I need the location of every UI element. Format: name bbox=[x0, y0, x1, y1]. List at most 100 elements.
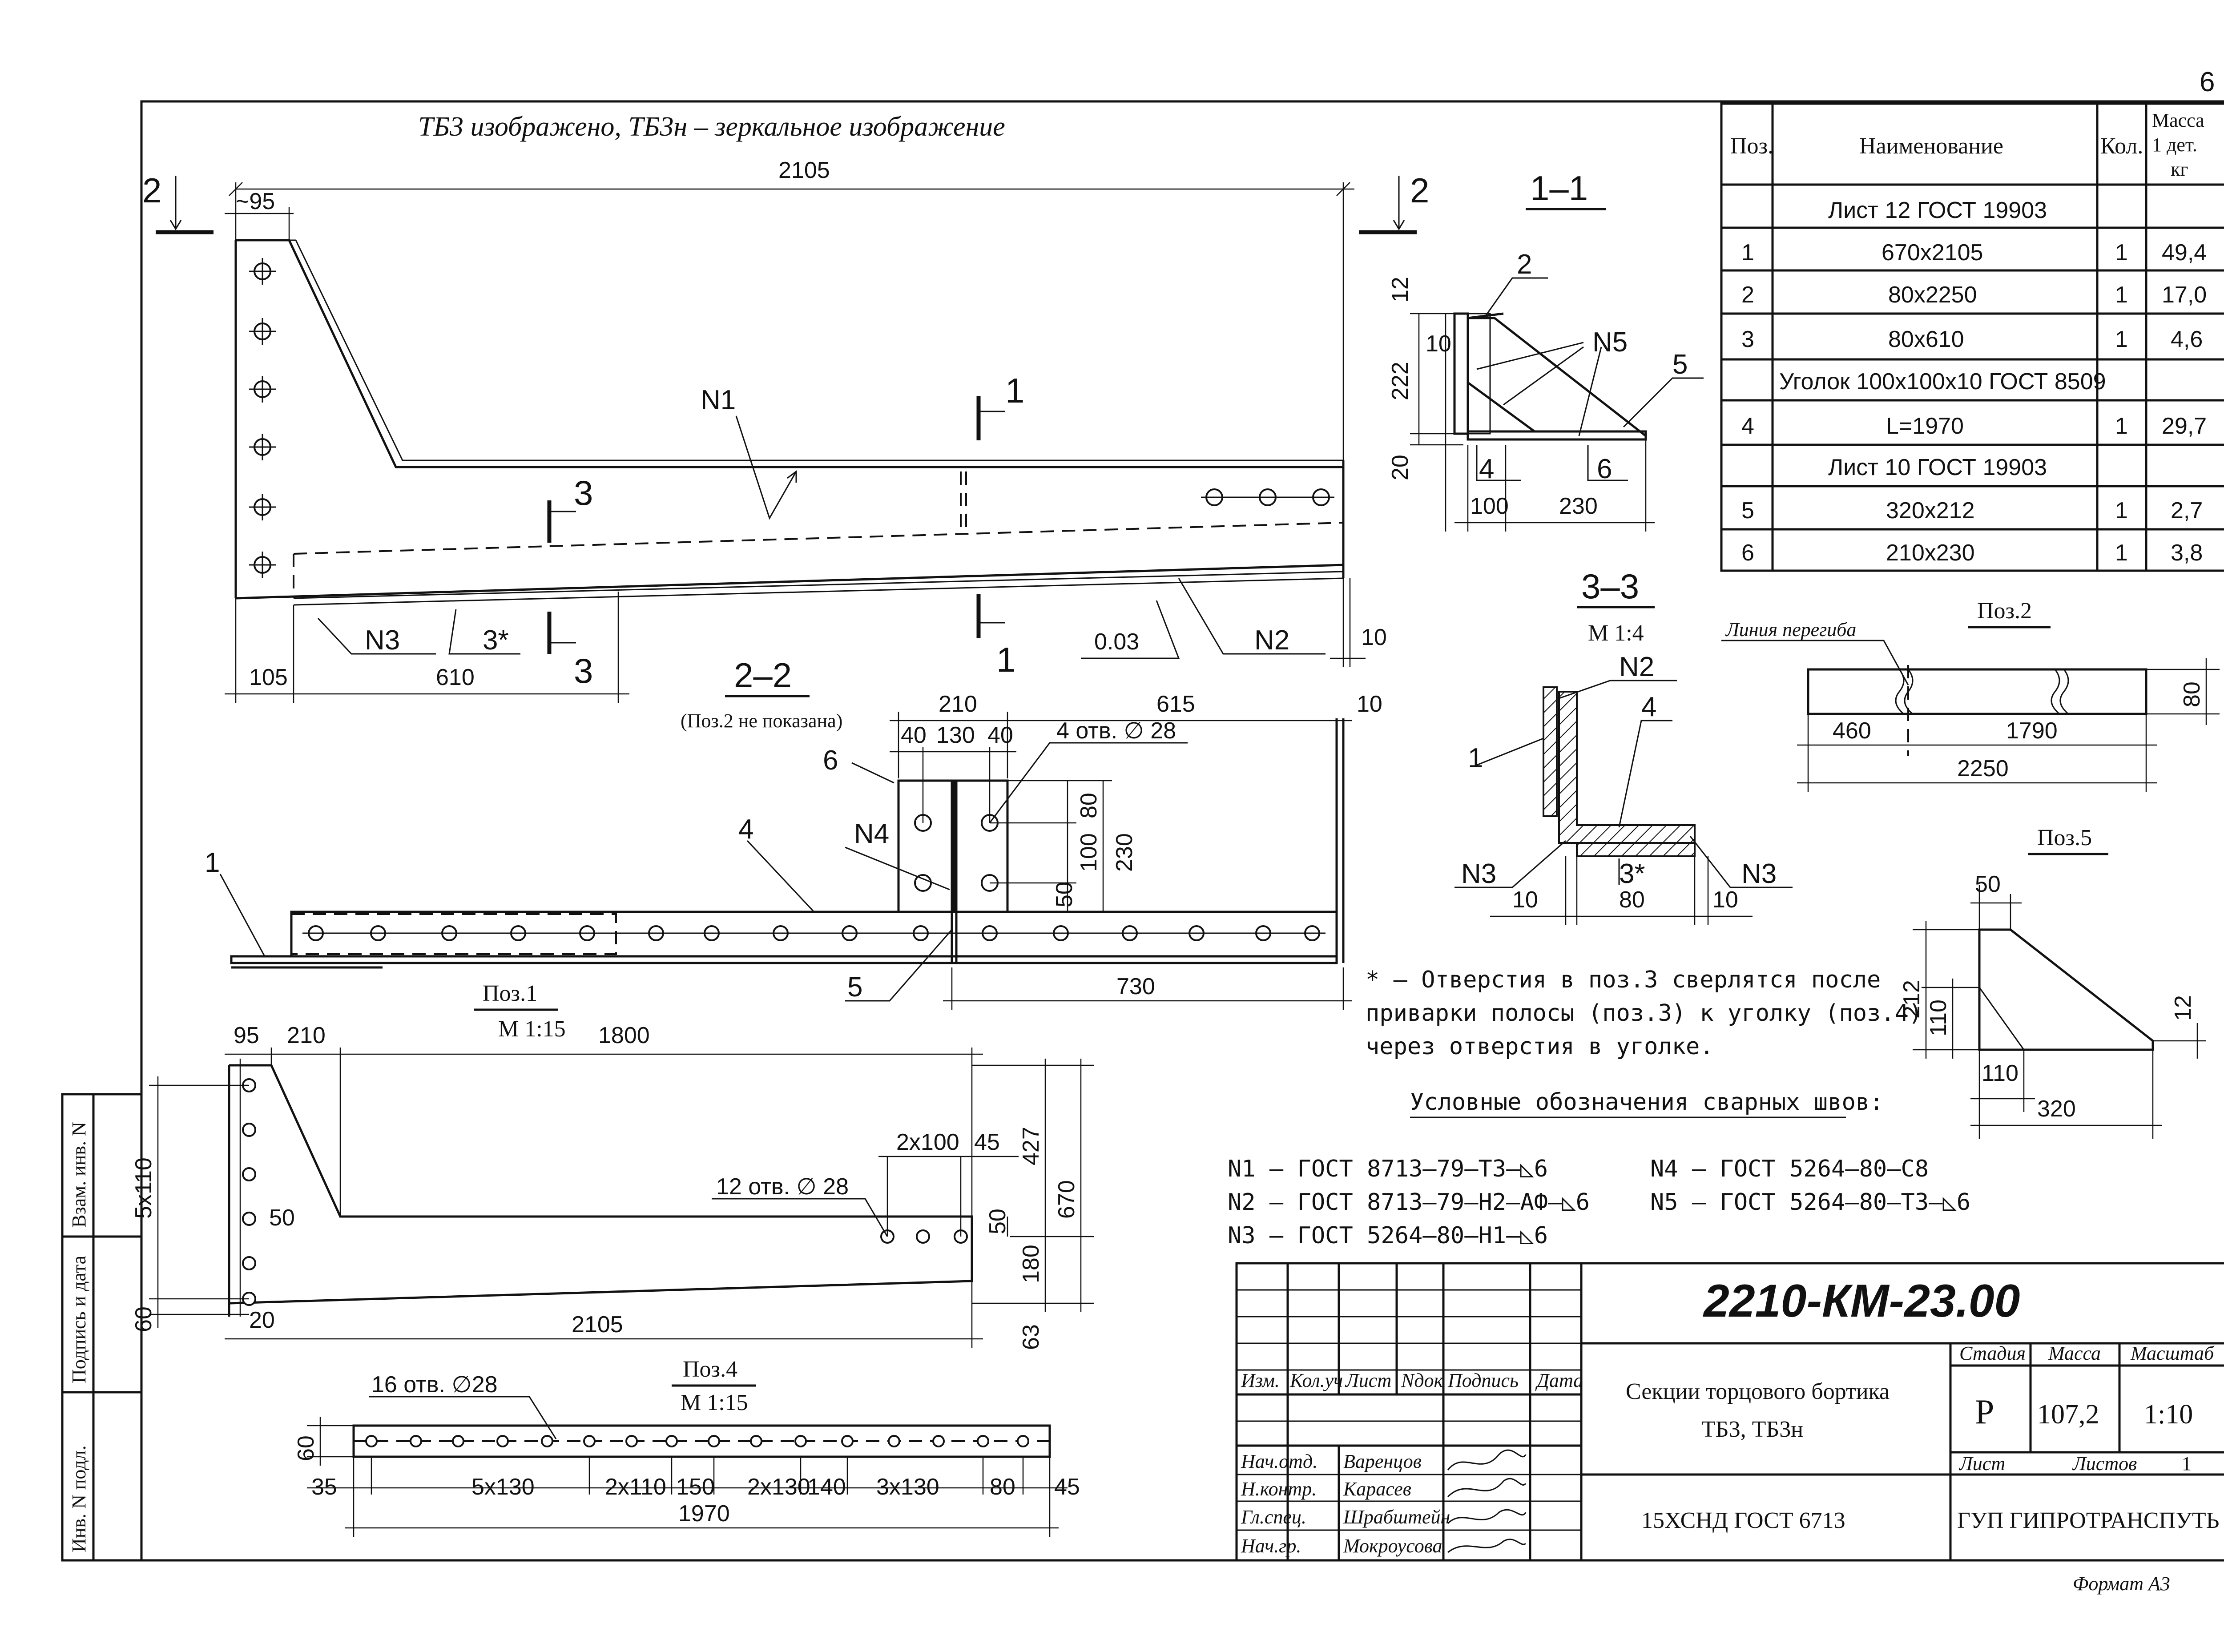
dim-140: 140 bbox=[807, 1474, 846, 1500]
weld-title: Условные обозначения сварных швов: bbox=[1410, 1089, 1883, 1116]
dim-100: 100 bbox=[1470, 493, 1509, 519]
weld-n2: N2 – ГОСТ 8713–79–Н2–АФ–◺6 bbox=[1228, 1189, 1590, 1216]
dim-2x130: 2x130 bbox=[747, 1474, 810, 1500]
dim-2105: 2105 bbox=[778, 157, 830, 183]
section-3-3-title: 3–3 bbox=[1581, 567, 1639, 606]
dim-670: 670 bbox=[1054, 1180, 1080, 1219]
section-3-3: 3–3 М 1:4 10 80 10 N2 4 1 N3 3* N3 bbox=[1454, 567, 1793, 925]
dim-45: 45 bbox=[1054, 1474, 1080, 1500]
label-n5: N5 bbox=[1592, 327, 1628, 358]
stage-label: Стадия bbox=[1959, 1342, 2026, 1364]
stamp-podpis: Подпись и дата bbox=[68, 1256, 90, 1383]
scale-value: 1:10 bbox=[2144, 1399, 2193, 1430]
cut-1-bottom: 1 bbox=[996, 640, 1015, 679]
sheets-value: 1 bbox=[2182, 1453, 2192, 1475]
holes-16: 16 отв. ∅28 bbox=[371, 1372, 498, 1398]
stage-value: Р bbox=[1975, 1392, 1994, 1431]
pos1-view: Поз.1 М 1:15 95 210 1800 5x110 50 60 20 … bbox=[131, 981, 1094, 1350]
sheet-label: Лист bbox=[1958, 1453, 2005, 1475]
dim-427: 427 bbox=[1018, 1127, 1044, 1165]
name-0: Варенцов bbox=[1343, 1451, 1422, 1472]
dim-210: 210 bbox=[287, 1023, 326, 1048]
holes-4: 4 отв. ∅ 28 bbox=[1056, 718, 1176, 744]
name-2: Шрабштейн bbox=[1343, 1506, 1450, 1528]
bend-line-label: Линия перегиба bbox=[1725, 619, 1856, 641]
row-name: L=1970 bbox=[1886, 413, 1964, 439]
dim-45: 45 bbox=[974, 1129, 1000, 1155]
dim-3x130: 3x130 bbox=[876, 1474, 939, 1500]
section-2-2-note: (Поз.2 не показана) bbox=[681, 710, 842, 732]
drawing-code: 2210-КМ-23.00 bbox=[1703, 1275, 2020, 1327]
label-3star: 3* bbox=[483, 625, 509, 656]
col-ndok: Nдок bbox=[1401, 1370, 1443, 1391]
material: 15ХСНД ГОСТ 6713 bbox=[1641, 1508, 1845, 1533]
hole-note-1: * – Отверстия в поз.3 сверлятся после bbox=[1366, 967, 1881, 993]
cut-1-top: 1 bbox=[1005, 371, 1024, 410]
dim-1970: 1970 bbox=[678, 1501, 730, 1527]
pos2-view: Поз.2 Линия перегиба 460 1790 2250 80 bbox=[1721, 598, 2220, 792]
weld-n5: N5 – ГОСТ 5264–80–Т3–◺6 bbox=[1650, 1189, 1970, 1216]
dim-5x130: 5x130 bbox=[471, 1474, 535, 1500]
dim-2250: 2250 bbox=[1957, 756, 2009, 782]
row-mass: 49,4 bbox=[2162, 240, 2207, 266]
weld-n1: N1 – ГОСТ 8713–79–Т3–◺6 bbox=[1228, 1156, 1548, 1182]
dim-1800: 1800 bbox=[598, 1023, 650, 1048]
label-4: 4 bbox=[1479, 454, 1494, 484]
title-line2: ТБ3, ТБ3н bbox=[1701, 1417, 1803, 1442]
dim-10: 10 bbox=[1426, 331, 1451, 357]
label-n2: N2 bbox=[1619, 652, 1654, 682]
label-n2: N2 bbox=[1254, 625, 1289, 656]
row-qty: 1 bbox=[2115, 413, 2128, 439]
caption: ТБ3 изображено, ТБ3н – зеркальное изобра… bbox=[418, 112, 1005, 142]
dim-60: 60 bbox=[293, 1435, 319, 1461]
role-3: Нач.гр. bbox=[1241, 1535, 1301, 1557]
main-view: 2 2 1 1 3 3 2105 ~95 105 610 bbox=[142, 157, 1429, 703]
dim-320: 320 bbox=[2037, 1096, 2076, 1122]
section-2-2: 2–2 (Поз.2 не показана) bbox=[205, 656, 1382, 1010]
label-n3: N3 bbox=[365, 625, 400, 656]
dim-1790: 1790 bbox=[2006, 718, 2058, 744]
dim-2x110: 2x110 bbox=[605, 1474, 666, 1500]
row-name: 320x212 bbox=[1886, 498, 1975, 524]
label-5: 5 bbox=[1672, 349, 1688, 380]
row-pos: 4 bbox=[1741, 413, 1754, 439]
dim-50: 50 bbox=[1975, 871, 2001, 897]
cut-2-left: 2 bbox=[142, 171, 161, 210]
row-qty: 1 bbox=[2115, 326, 2128, 352]
row-mass: 3,8 bbox=[2171, 540, 2203, 566]
dim-730: 730 bbox=[1116, 974, 1155, 999]
dim-150: 150 bbox=[676, 1474, 715, 1500]
dim-50: 50 bbox=[269, 1205, 295, 1231]
section-3-3-scale: М 1:4 bbox=[1588, 621, 1644, 646]
dim-10-left: 10 bbox=[1512, 887, 1538, 913]
col-pos: Поз. bbox=[1730, 133, 1773, 159]
row-pos: 2 bbox=[1741, 282, 1754, 308]
dim-40-left: 40 bbox=[901, 722, 927, 748]
row-mass: 17,0 bbox=[2162, 282, 2207, 308]
row-qty: 1 bbox=[2115, 540, 2128, 566]
label-3star: 3* bbox=[1619, 858, 1645, 889]
dim-230: 230 bbox=[1559, 493, 1598, 519]
col-data: Дата bbox=[1535, 1370, 1583, 1391]
holes-12: 12 отв. ∅ 28 bbox=[716, 1174, 849, 1200]
dim-5x110: 5x110 bbox=[131, 1157, 157, 1219]
dim-80: 80 bbox=[2179, 681, 2205, 707]
col-qty: Кол. bbox=[2100, 133, 2143, 159]
dim-95: ~95 bbox=[236, 189, 275, 214]
col-mass-3: кг bbox=[2171, 158, 2188, 180]
pos1-scale: М 1:15 bbox=[498, 1016, 566, 1042]
signature bbox=[1447, 1449, 1527, 1471]
cut-2-right: 2 bbox=[1410, 171, 1429, 210]
dim-105: 105 bbox=[249, 665, 288, 690]
dim-20: 20 bbox=[1387, 455, 1413, 480]
dim-10: 10 bbox=[1361, 625, 1387, 650]
row-pos: 5 bbox=[1741, 498, 1754, 524]
spec-table: Поз. Наименование Кол. Масса 1 дет. кг Л… bbox=[1720, 102, 2224, 572]
row-mass: 29,7 bbox=[2162, 413, 2207, 439]
mass-value: 107,2 bbox=[2037, 1399, 2099, 1430]
row-mass: 2,7 bbox=[2171, 498, 2203, 524]
name-1: Карасев bbox=[1343, 1478, 1411, 1500]
label-5: 5 bbox=[847, 972, 862, 1003]
col-name: Наименование bbox=[1859, 133, 2003, 159]
notes: * – Отверстия в поз.3 сверлятся после пр… bbox=[1228, 967, 1970, 1249]
